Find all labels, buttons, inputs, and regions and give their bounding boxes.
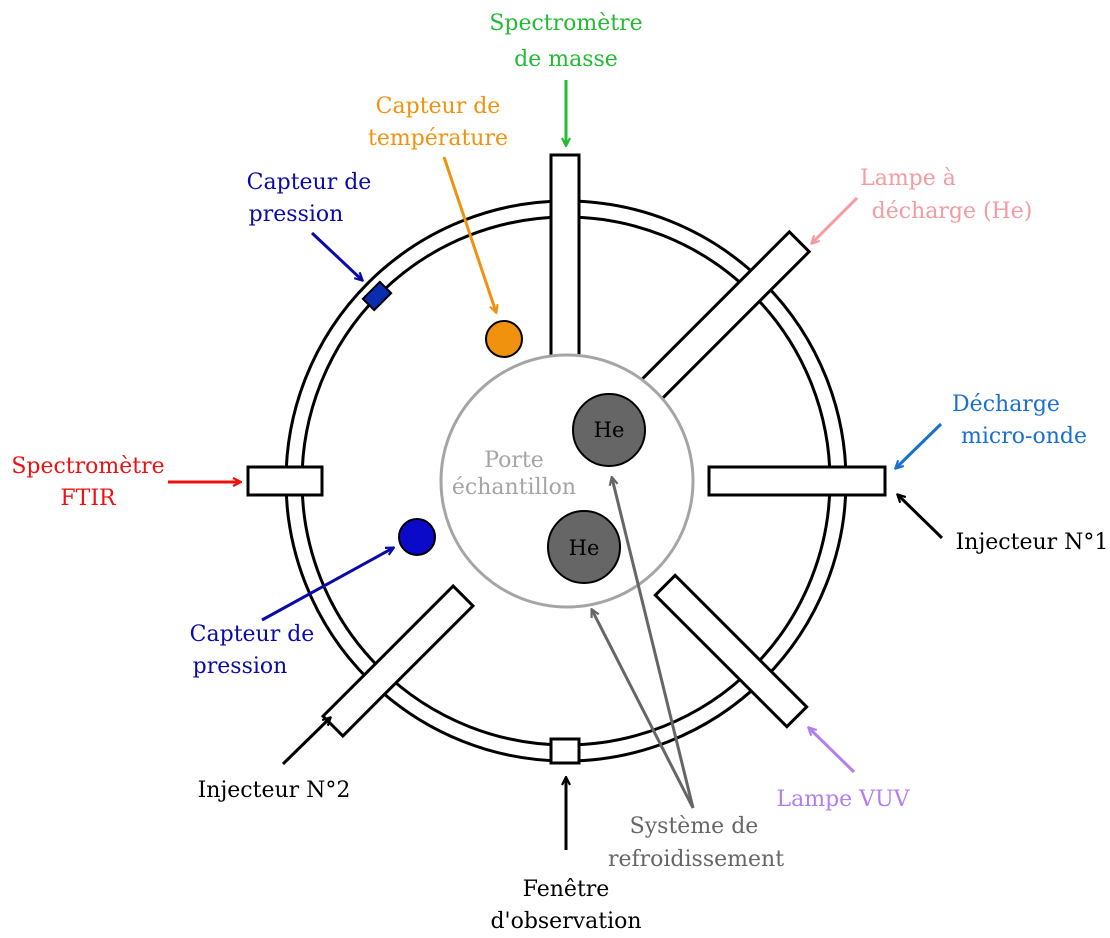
sample-holder-label: échantillon	[452, 475, 576, 500]
temperature-sensor	[485, 320, 523, 358]
port-injector-2	[320, 583, 476, 739]
label-pressure-sensor-bottom: Capteur de	[190, 622, 315, 647]
label-mass-spectrometer: Spectromètre	[489, 11, 642, 36]
port-ftir	[246, 465, 324, 497]
arrow-pressure-sensor-inner	[261, 548, 393, 622]
arrow-vuv-lamp	[809, 728, 856, 774]
label-pressure-sensor-bottom: pression	[193, 654, 288, 679]
label-vuv-lamp: Lampe VUV	[777, 787, 911, 812]
sample-holder-label: Porte	[484, 448, 544, 473]
arrow-pressure-sensor-top	[310, 231, 362, 280]
label-cooling-system: refroidissement	[608, 847, 784, 872]
label-ftir: FTIR	[60, 486, 117, 511]
pressure-sensor-wall	[361, 280, 393, 312]
port-injector-1	[707, 465, 887, 497]
he-cold-head-top	[572, 393, 646, 467]
arrow-injector-2	[281, 718, 330, 766]
he-bottom-label: He	[569, 536, 600, 560]
label-pressure-sensor-top: pression	[249, 202, 344, 227]
label-discharge-lamp: Lampe à	[860, 166, 956, 191]
port-discharge-lamp	[638, 229, 812, 403]
port-observation-window	[549, 737, 581, 765]
he-cold-head-bottom	[547, 510, 621, 584]
arrow-cooling-bottom	[592, 610, 695, 809]
label-observation-window: Fenêtre	[523, 877, 610, 902]
arrow-injector-1	[898, 495, 944, 540]
label-observation-window: d'observation	[490, 909, 641, 934]
label-microwave-discharge: micro-onde	[961, 424, 1087, 449]
label-mass-spectrometer: de masse	[514, 47, 618, 72]
arrow-cooling-top	[612, 478, 695, 809]
label-microwave-discharge: Décharge	[952, 392, 1060, 417]
label-injector-2: Injecteur N°2	[198, 778, 351, 803]
pressure-sensor-inner	[398, 518, 436, 556]
label-pressure-sensor-top: Capteur de	[247, 170, 372, 195]
arrow-microwave-discharge	[896, 422, 943, 468]
label-temperature-sensor: Capteur de	[376, 94, 501, 119]
label-ftir: Spectromètre	[11, 454, 164, 479]
he-top-label: He	[594, 418, 625, 442]
arrow-discharge-lamp	[812, 196, 859, 243]
label-discharge-lamp: décharge (He)	[872, 199, 1033, 224]
port-vuv-lamp	[653, 573, 809, 729]
label-temperature-sensor: température	[368, 126, 508, 151]
port-mass-spectrometer	[549, 153, 581, 359]
label-cooling-system: Système de	[630, 814, 759, 839]
arrow-temperature-sensor	[442, 156, 496, 312]
label-injector-1: Injecteur N°1	[956, 530, 1109, 555]
